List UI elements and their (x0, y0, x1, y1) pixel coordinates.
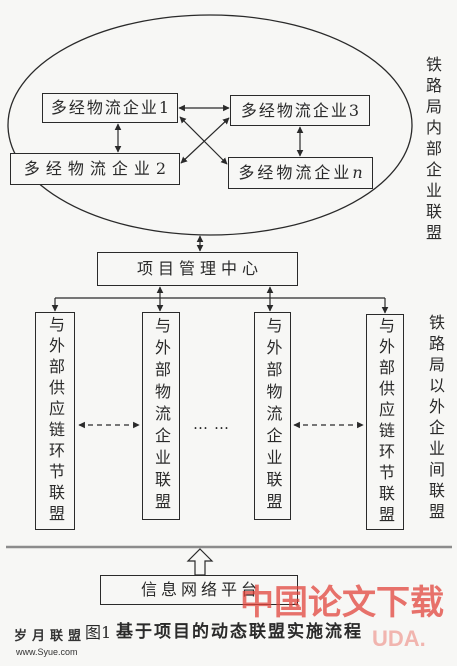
external-alliance-label: 铁路局以外企业间联盟 (426, 314, 445, 524)
enterprise-1-number: 1 (158, 98, 170, 117)
external-box-4-label: 与外部供应链环节联盟 (376, 317, 395, 527)
external-box-3: 与外部物流企业联盟 (254, 312, 291, 520)
enterprise-n-label: 多经物流企业 (238, 163, 353, 182)
watermark-syue: 岁月联盟 (14, 629, 87, 644)
external-box-1: 与外部供应链环节联盟 (35, 312, 75, 530)
enterprise-3-label: 多经物流企业 (240, 100, 349, 120)
platform-up-arrow (186, 548, 214, 576)
figure-caption: 基于项目的动态联盟实施流程 (116, 622, 363, 642)
external-box-3-label: 与外部物流企业联盟 (263, 317, 283, 515)
enterprise-2-label: 多经物流企业 (23, 159, 156, 178)
watermark-cnlw-url: UDA. (372, 626, 426, 651)
internal-alliance-label: 铁路局内部企业联盟 (423, 56, 442, 245)
info-platform-label: 信息网络平台 (140, 580, 261, 599)
internal-alliance-ellipse (7, 14, 413, 236)
ellipsis-more-boxes: …… (193, 415, 235, 433)
figure-number: 图1 (85, 623, 112, 642)
arrow-enterprise-2-to-3 (180, 117, 230, 164)
enterprise-n-number: n (352, 163, 363, 182)
enterprise-2-number: 2 (155, 159, 167, 178)
info-platform-box: 信息网络平台 (100, 575, 298, 605)
external-box-2-label: 与外部物流企业联盟 (152, 317, 171, 515)
project-center-box: 项目管理中心 (97, 252, 298, 286)
external-box-2: 与外部物流企业联盟 (142, 312, 180, 520)
watermark-syue-url: www.Syue.com (16, 647, 78, 657)
external-box-1-label: 与外部供应链环节联盟 (46, 316, 65, 526)
external-box-4: 与外部供应链环节联盟 (366, 314, 404, 530)
watermark-cnlw: 中国论文下载 (240, 583, 444, 623)
enterprise-1-label: 多经物流企业 (50, 98, 159, 117)
enterprise-3-number: 3 (348, 100, 360, 120)
project-center-label: 项目管理中心 (136, 259, 263, 278)
